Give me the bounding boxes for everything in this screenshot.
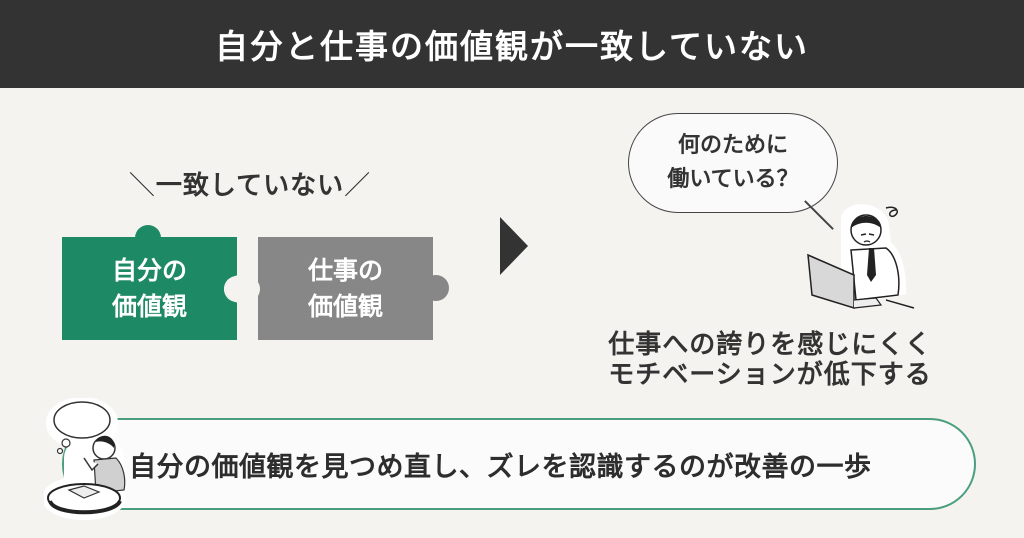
slash-mark: ／ [344, 171, 372, 201]
triangle-right-icon [500, 217, 528, 275]
mismatch-text: 一致していない [155, 171, 345, 201]
piece-label-line1: 自分の [111, 255, 187, 285]
worried-worker-icon [807, 204, 915, 310]
mismatch-label: ＼一致していない／ [110, 165, 390, 202]
piece-label-line2: 価値観 [111, 291, 187, 321]
conclusion-banner: 自分の価値観を見つめ直し、ズレを認識するのが改善の一歩 [62, 418, 976, 510]
puzzle-notch-gray [246, 276, 260, 302]
piece-label-line2: 価値観 [307, 291, 383, 321]
consequence-line2: モチベーションが低下する [608, 360, 932, 390]
puzzle-piece-work-values: 仕事の 価値観 [258, 237, 449, 340]
puzzle-notch-fill [224, 276, 250, 302]
bubble-line2: 働いている？ [667, 167, 799, 192]
speech-bubble: 何のために 働いている？ [628, 113, 838, 213]
header-bar: 自分と仕事の価値観が一致していない [0, 0, 1024, 88]
backslash-mark: ＼ [128, 171, 156, 201]
puzzle-knob-icon [423, 275, 449, 301]
consequence-line1: 仕事への誇りを感じにくく [608, 330, 932, 360]
puzzle-knob-icon [135, 225, 161, 251]
consequence-text: 仕事への誇りを感じにくく モチベーションが低下する [570, 330, 970, 390]
puzzle-piece-self-values: 自分の 価値観 [62, 225, 237, 340]
bubble-line1: 何のために [677, 133, 788, 158]
thinking-person-icon [44, 398, 126, 520]
page-title: 自分と仕事の価値観が一致していない [214, 27, 809, 66]
piece-label-line1: 仕事の [307, 255, 383, 285]
conclusion-text: 自分の価値観を見つめ直し、ズレを認識するのが改善の一歩 [129, 451, 872, 483]
